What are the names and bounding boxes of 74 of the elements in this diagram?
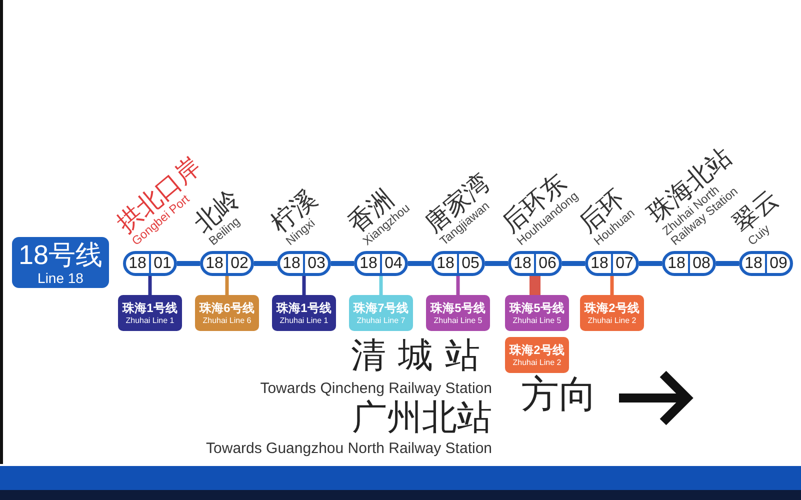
direction-destination: 广州北站 — [352, 398, 492, 437]
transfer-badge — [118, 295, 182, 331]
line-segment — [639, 261, 662, 266]
station-number: 02 — [226, 254, 251, 273]
transfer-badge — [505, 295, 569, 331]
line-segment — [331, 261, 354, 266]
line-segment — [485, 261, 508, 266]
transfer-line-name-en: Zhuhai Line 5 — [434, 316, 482, 326]
transfer-connector — [302, 276, 306, 295]
transfer-connector — [530, 276, 540, 295]
transfer-line-name-en: Zhuhai Line 5 — [512, 316, 562, 326]
line-number: 18 — [744, 254, 764, 273]
direction-text: 方向 — [521, 374, 597, 416]
transfer-line-name-en: Zhuhai Line 6 — [202, 316, 252, 326]
transfer-line-name: 珠海6号线 — [200, 300, 254, 316]
transfer-connector — [148, 276, 152, 295]
station-pill — [508, 251, 562, 276]
transfer-connector — [225, 276, 229, 295]
transfer-line-name-en: Zhuhai Line 7 — [356, 316, 406, 326]
line-segment — [716, 261, 739, 266]
station-pill — [662, 251, 716, 276]
line-segment — [177, 261, 200, 266]
transfer-line-name-en: Zhuhai Line 2 — [588, 316, 636, 326]
line-name: 18号线 — [18, 240, 103, 270]
line-number: 18 — [282, 254, 302, 273]
station-pill — [354, 251, 408, 276]
line-number: 18 — [590, 254, 610, 273]
direction-destination-en: Towards Qincheng Railway Station — [260, 380, 492, 397]
station-number: 05 — [457, 254, 482, 273]
transfer-line-name-en: Zhuhai Line 1 — [126, 316, 174, 326]
direction-destination: 清城站 — [351, 336, 492, 375]
transfer-line-name: 珠海2号线 — [584, 300, 640, 316]
transfer-line-name-en: Zhuhai Line 1 — [280, 316, 328, 326]
line-number: 18 — [204, 254, 224, 273]
line-segment — [562, 261, 585, 266]
station-pill — [123, 251, 177, 276]
transfer-line-name: 珠海5号线 — [510, 300, 564, 316]
transfer-badge — [272, 295, 336, 331]
transfer-badge — [195, 295, 259, 331]
line-segment — [408, 261, 431, 266]
station-number: 04 — [380, 254, 405, 273]
station-number: 09 — [765, 254, 790, 273]
transfer-badge — [505, 337, 569, 373]
direction-destination-en: Towards Guangzhou North Railway Station — [206, 440, 492, 457]
line-number: 18 — [512, 254, 532, 273]
line-number: 18 — [128, 254, 148, 273]
line-number: 18 — [436, 254, 456, 273]
station-number: 07 — [611, 254, 636, 273]
station-number: 03 — [303, 254, 328, 273]
transfer-badge — [580, 295, 644, 331]
transfer-connector — [610, 276, 614, 295]
station-number: 01 — [149, 254, 174, 273]
transfer-line-name: 珠海7号线 — [354, 300, 408, 316]
transfer-line-name-en: Zhuhai Line 2 — [512, 358, 562, 368]
transfer-line-name: 珠海1号线 — [122, 300, 178, 316]
line-number: 18 — [358, 254, 378, 273]
station-pill — [431, 251, 485, 276]
line-badge — [12, 237, 109, 288]
transfer-line-name: 珠海5号线 — [430, 300, 486, 316]
station-pill — [585, 251, 639, 276]
station-number: 08 — [688, 254, 713, 273]
station-number: 06 — [534, 254, 559, 273]
station-pill — [200, 251, 254, 276]
transfer-line-name: 珠海1号线 — [276, 300, 332, 316]
transfer-connector — [456, 276, 460, 295]
transfer-badge — [349, 295, 413, 331]
line-segment — [254, 261, 277, 266]
line-name-en: Line 18 — [38, 270, 84, 286]
station-pill — [739, 251, 793, 276]
transfer-badge — [426, 295, 490, 331]
transfer-line-name: 珠海2号线 — [510, 342, 564, 358]
transfer-connector — [379, 276, 383, 295]
line-number: 18 — [666, 254, 686, 273]
station-pill — [277, 251, 331, 276]
